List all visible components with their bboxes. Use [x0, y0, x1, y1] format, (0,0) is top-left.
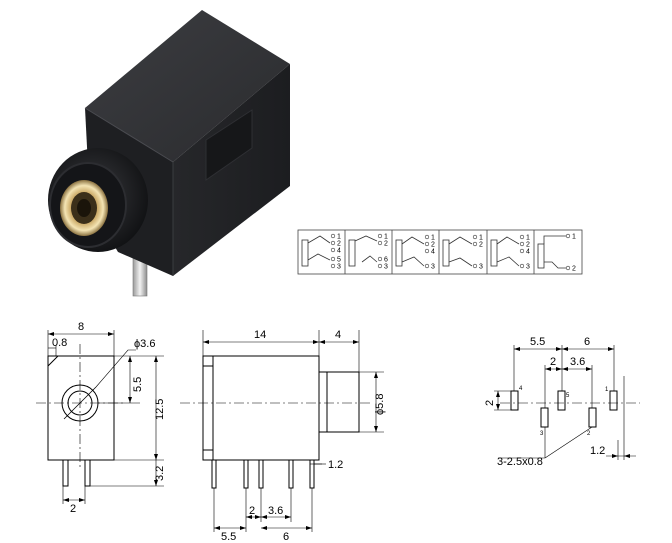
- dim-center-height: 5.5: [132, 377, 144, 392]
- schematic-pin-label: 1: [384, 234, 388, 241]
- dim-front-width: 8: [78, 321, 84, 333]
- side-pin: [243, 459, 249, 489]
- jack-side-window: [205, 109, 253, 181]
- dim-front-offset: 0.8: [52, 337, 67, 349]
- dim-hole-diameter: ϕ3.6: [134, 338, 155, 350]
- dim-body-height: 12.5: [154, 399, 166, 420]
- schematic-cell-2: 1 2 6 3: [348, 234, 388, 271]
- dim-side-spacing-2: 2: [249, 505, 255, 517]
- schematic-pin-label: 4: [431, 249, 435, 256]
- schematic-strip: 1 2 4 5 3 1 2 6 3: [297, 229, 583, 275]
- front-pin: [62, 459, 69, 487]
- schematic-cell-3: 1 2 4 3: [395, 235, 435, 271]
- pcb-slot-2: [588, 407, 597, 428]
- schematic-cell-6: 1 2: [537, 234, 576, 273]
- dim-side-spacing-6: 6: [283, 531, 289, 543]
- schematic-pin-label: 3: [337, 264, 341, 271]
- schematic-pin-label: 3: [479, 264, 483, 271]
- schematic-pin-label: 6: [384, 257, 388, 264]
- dim-pin-width: 1.2: [328, 459, 343, 471]
- dim-pin-spacing: 2: [70, 503, 76, 515]
- dim-pin-length: 3.2: [154, 466, 166, 481]
- schematic-pin-label: 4: [526, 249, 530, 256]
- pcb-pad-label: 4: [519, 386, 523, 392]
- dim-nose-length: 4: [335, 329, 341, 341]
- schematic-pin-label: 3: [431, 264, 435, 271]
- side-nose: [318, 371, 360, 433]
- jack-body-top: [85, 10, 290, 162]
- schematic-pin-label: 1: [526, 235, 530, 242]
- pcb-slot-3: [540, 407, 549, 428]
- front-body: [47, 355, 115, 461]
- dim-pcb-span-3-6: 3.6: [570, 356, 585, 368]
- dim-side-spacing-3-6: 3.6: [268, 505, 283, 517]
- schematic-pin-label: 2: [572, 266, 576, 273]
- side-view-arrows: [203, 340, 378, 530]
- side-pin: [288, 459, 294, 489]
- pcb-slot-4: [510, 390, 519, 411]
- dim-pcb-span-5-5: 5.5: [530, 336, 545, 348]
- schematic-cell-1: 1 2 4 5 3: [301, 234, 341, 271]
- jack-body-side: [173, 64, 290, 276]
- front-view-arrows: [48, 332, 158, 502]
- pcb-pad-label: 5: [566, 393, 570, 399]
- schematic-cell-4: 1 2 3: [442, 235, 483, 271]
- schematic-pin-label: 2: [384, 241, 388, 248]
- side-body: [202, 355, 320, 461]
- schematic-pin-label: 1: [479, 235, 483, 242]
- dim-pcb-edge-offset: 1.2: [590, 445, 605, 457]
- pcb-layout: [494, 345, 640, 460]
- side-pin: [211, 459, 217, 489]
- schematic-pin-label: 1: [337, 234, 341, 241]
- schematic-pin-label: 5: [337, 257, 341, 264]
- front-hole-inner: [67, 390, 93, 416]
- dim-pcb-row-offset: 2: [484, 400, 496, 406]
- pcb-layout-arrows: [496, 347, 630, 458]
- schematic-cell-5: 1 2 4 3: [490, 235, 530, 271]
- dim-body-length: 14: [254, 329, 266, 341]
- schematic-pin-label: 2: [526, 242, 530, 249]
- schematic-pin-label: 4: [337, 248, 341, 255]
- schematic-pin-label: 1: [431, 235, 435, 242]
- pcb-slot-5: [557, 390, 566, 411]
- pcb-pad-label: 1: [605, 387, 609, 393]
- pcb-pad-label: 2: [587, 431, 591, 437]
- dim-nose-diameter: ϕ5.8: [374, 394, 386, 415]
- side-view: [180, 330, 384, 532]
- front-pin: [84, 459, 91, 487]
- product-photo: [48, 10, 290, 297]
- schematic-pin-label: 1: [572, 234, 576, 241]
- schematic-pin-label: 3: [384, 264, 388, 271]
- dim-pcb-span-2: 2: [550, 356, 556, 368]
- pcb-pad-label: 3: [540, 431, 544, 437]
- dim-side-spacing-5-5: 5.5: [221, 531, 236, 543]
- schematic-pin-label: 2: [337, 241, 341, 248]
- schematic-pin-label: 2: [431, 242, 435, 249]
- front-view: [36, 330, 164, 504]
- dim-pcb-span-6: 6: [584, 336, 590, 348]
- dim-pcb-slot-note: 3-2.5x0.8: [497, 456, 543, 468]
- pcb-slot-1: [609, 390, 618, 411]
- side-pin: [258, 459, 264, 489]
- schematic-pin-label: 3: [526, 264, 530, 271]
- schematic-pin-label: 2: [479, 242, 483, 249]
